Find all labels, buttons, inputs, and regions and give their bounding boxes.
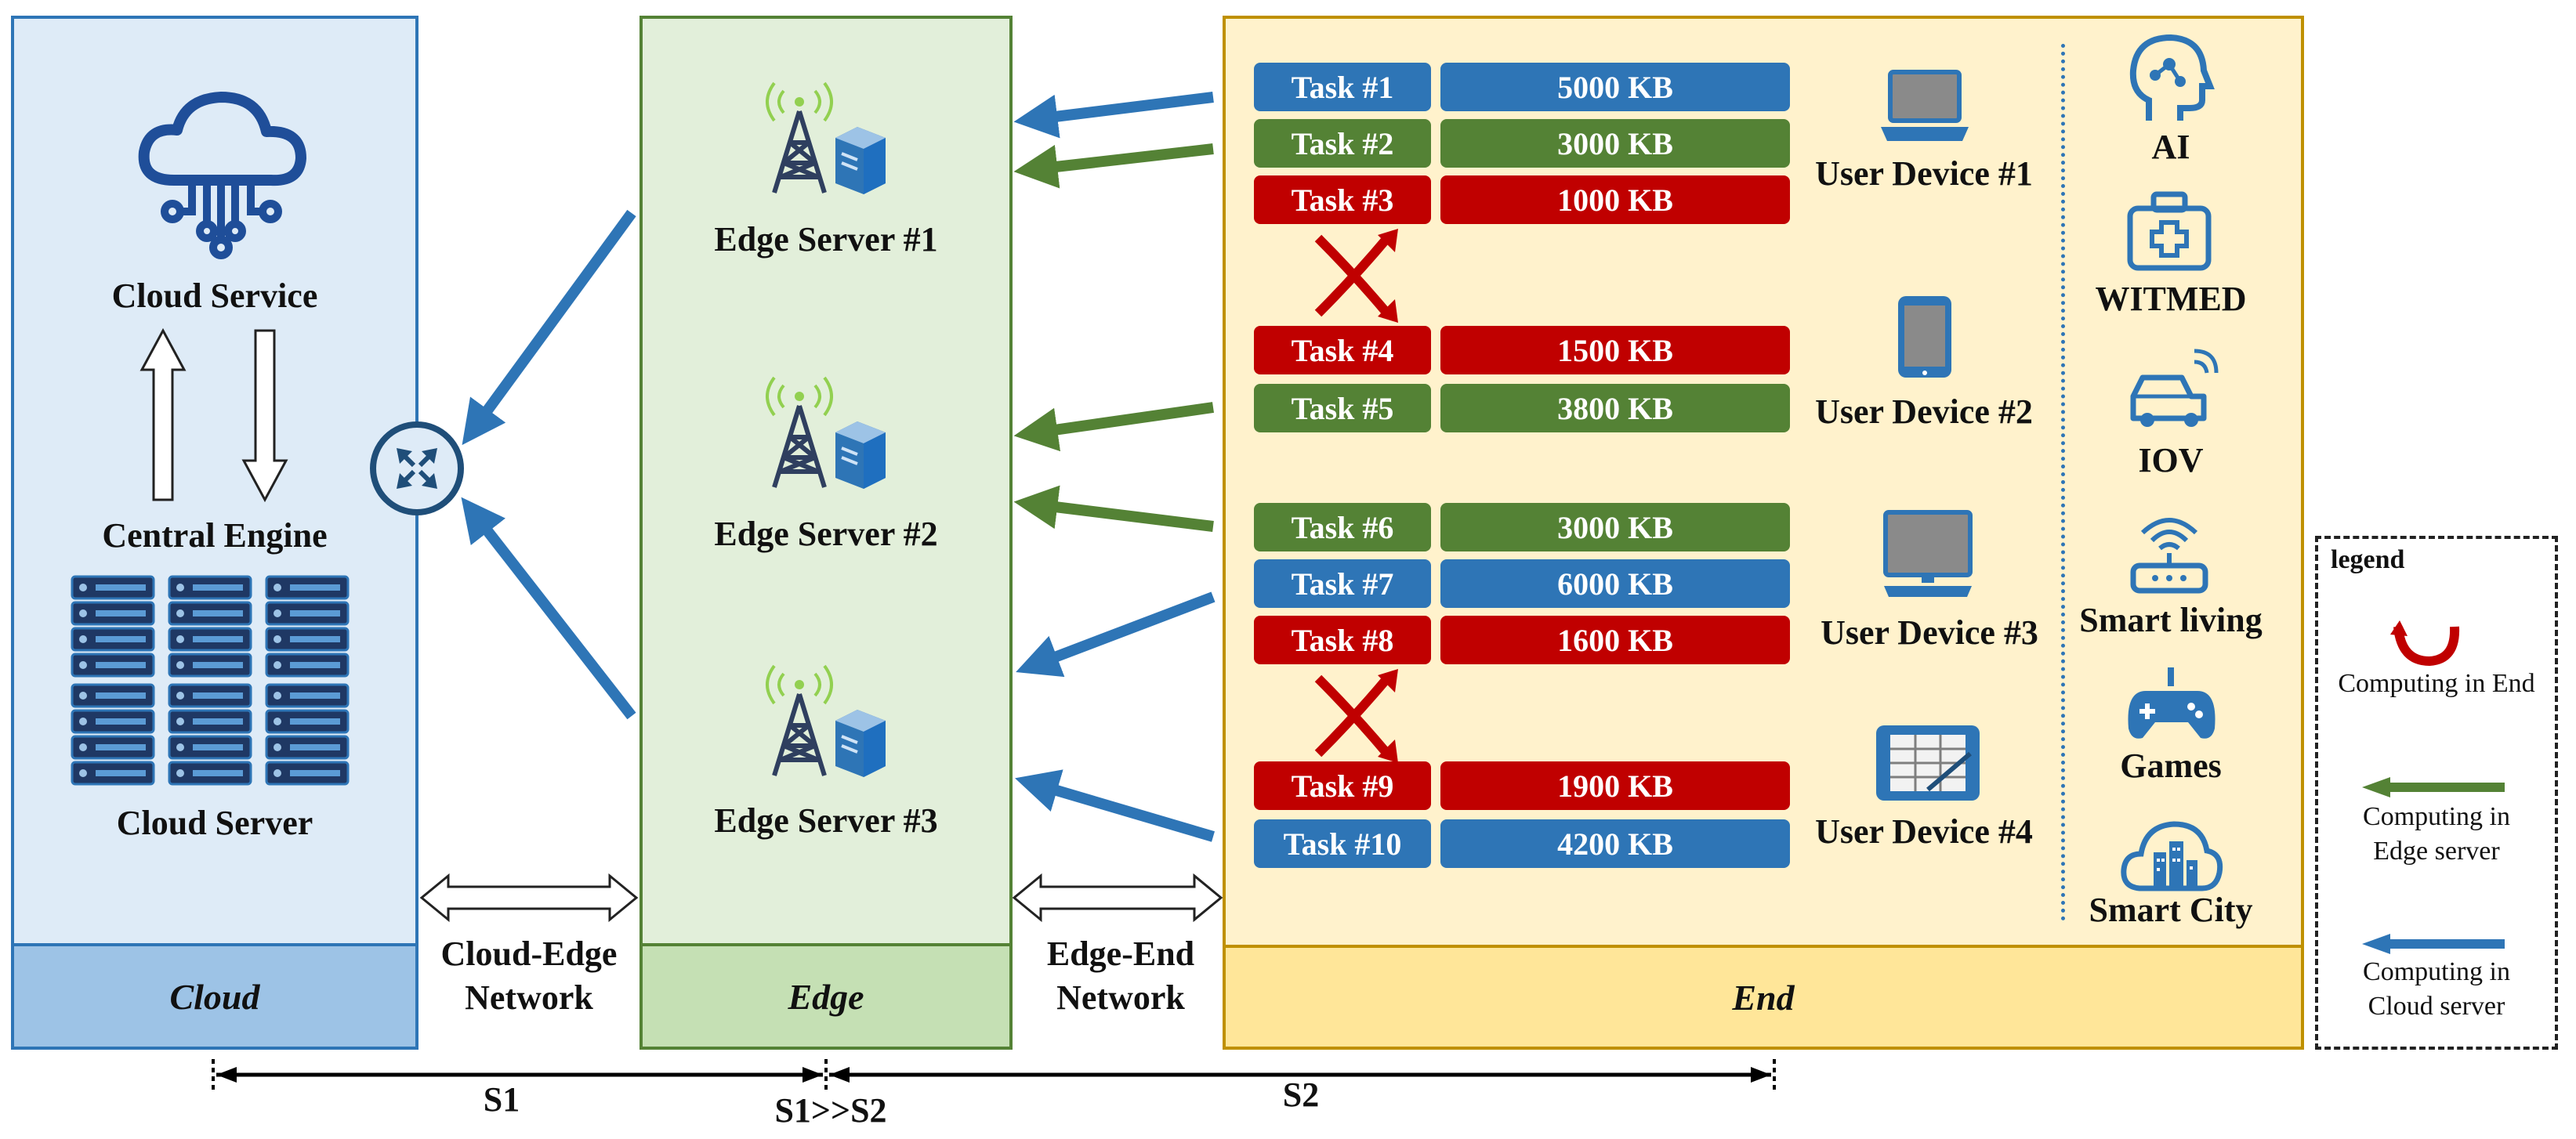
edge-server-2-label: Edge Server #2: [714, 515, 938, 553]
cloud-server-label: Cloud Server: [116, 804, 313, 842]
gamepad-icon: [2128, 667, 2216, 739]
end-footer-label: End: [1732, 977, 1795, 1018]
user-device-1-label: User Device #1: [1815, 154, 2033, 193]
edge-end-network-label-1: Edge-End: [1046, 935, 1195, 973]
task-10-name: Task #10: [1254, 819, 1431, 868]
legend-box: [2315, 536, 2558, 1050]
task-9-size: 1900 KB: [1440, 761, 1790, 810]
legend-end-label: Computing in End: [2338, 669, 2535, 698]
router-icon: [370, 421, 464, 515]
edge-server-1-label: Edge Server #1: [714, 220, 938, 259]
legend-title: legend: [2331, 545, 2405, 574]
task-8-name: Task #8: [1254, 616, 1431, 664]
up-arrow-icon: [139, 327, 187, 501]
task2-edge-arrow: [1013, 143, 1214, 189]
central-engine-label: Central Engine: [102, 516, 328, 555]
task10-cloud-arrow: [1015, 769, 1215, 842]
app-label-ai: AI: [2151, 128, 2190, 166]
legend-edge-arrow-icon: [2362, 777, 2505, 797]
user-device-4-label: User Device #4: [1815, 812, 2033, 851]
tablet-pen-icon: [1876, 725, 1980, 801]
task-6-name: Task #6: [1254, 503, 1431, 551]
edge-server-3-label: Edge Server #3: [714, 801, 938, 840]
task1-cloud-arrow: [1013, 92, 1214, 139]
edge-server-2-icon: [760, 362, 893, 499]
edge-panel: [639, 16, 1013, 1050]
task6-edge-arrow: [1013, 485, 1214, 532]
desktop-icon: [1883, 510, 1973, 597]
user-device-3-label: User Device #3: [1821, 613, 2038, 652]
task-1-name: Task #1: [1254, 63, 1431, 111]
task-2-name: Task #2: [1254, 119, 1431, 168]
edge-end-network-label-2: Network: [1056, 978, 1185, 1017]
end-swap-arrows-1: [1314, 229, 1398, 323]
app-label-iov: IOV: [2138, 441, 2204, 479]
s1-s2-relation-label: S1>>S2: [774, 1091, 887, 1130]
task5-edge-arrow: [1013, 402, 1214, 452]
task-4-name: Task #4: [1254, 326, 1431, 374]
task-2-size: 3000 KB: [1440, 119, 1790, 168]
task-3-size: 1000 KB: [1440, 175, 1790, 224]
task-5-name: Task #5: [1254, 384, 1431, 432]
app-label-smart-living: Smart living: [2079, 601, 2263, 639]
cloud-panel: [11, 16, 418, 1050]
edge-server-1-icon: [760, 67, 893, 204]
connected-car-icon: [2130, 349, 2219, 427]
task-5-size: 3800 KB: [1440, 384, 1790, 432]
edge-server-3-icon: [760, 650, 893, 787]
app-label-games: Games: [2120, 747, 2222, 785]
legend-end-swap-icon: [2390, 620, 2460, 667]
wifi-router-icon: [2130, 518, 2208, 594]
task-1-size: 5000 KB: [1440, 63, 1790, 111]
task-7-size: 6000 KB: [1440, 559, 1790, 608]
task-3-name: Task #3: [1254, 175, 1431, 224]
down-arrow-icon: [241, 329, 288, 503]
s2-label: S2: [1282, 1076, 1320, 1114]
legend-edge-label-1: Computing in: [2363, 802, 2510, 831]
s1-label: S1: [483, 1080, 520, 1119]
legend-edge-label-2: Edge server: [2373, 837, 2500, 866]
city-cloud-icon: [2121, 821, 2223, 891]
server-rack-icon: [71, 575, 350, 786]
task7-cloud-arrow: [1016, 591, 1216, 678]
end-footer: End: [1223, 945, 2304, 1050]
cloud-network-icon: [138, 92, 306, 259]
app-label-witmed: WITMED: [2095, 280, 2247, 318]
medical-kit-icon: [2127, 191, 2212, 271]
cloud-edge-double-arrow: [419, 873, 639, 923]
task-7-name: Task #7: [1254, 559, 1431, 608]
task-9-name: Task #9: [1254, 761, 1431, 810]
cloud-offload-arrow-2: [461, 497, 636, 720]
task-8-size: 1600 KB: [1440, 616, 1790, 664]
task-10-size: 4200 KB: [1440, 819, 1790, 868]
end-swap-arrows-2: [1314, 669, 1398, 763]
applications-separator: [2061, 44, 2065, 921]
cloud-footer: Cloud: [11, 943, 418, 1050]
tablet-icon: [1898, 296, 1951, 378]
user-device-2-label: User Device #2: [1815, 392, 2033, 431]
cloud-edge-network-label-1: Cloud-Edge: [440, 935, 618, 973]
app-label-smart-city: Smart City: [2089, 891, 2253, 929]
edge-end-double-arrow: [1012, 873, 1223, 923]
ai-head-icon: [2129, 34, 2215, 121]
legend-cloud-arrow-icon: [2362, 934, 2505, 954]
edge-footer-label: Edge: [788, 976, 864, 1017]
cloud-service-label: Cloud Service: [111, 277, 318, 315]
legend-cloud-label-2: Cloud server: [2368, 992, 2505, 1021]
edge-footer: Edge: [639, 943, 1013, 1050]
cloud-footer-label: Cloud: [169, 976, 260, 1017]
legend-cloud-label-1: Computing in: [2363, 957, 2510, 986]
task-4-size: 1500 KB: [1440, 326, 1790, 374]
cloud-edge-network-label-2: Network: [465, 978, 593, 1017]
cloud-offload-arrow-1: [462, 209, 636, 446]
task-6-size: 3000 KB: [1440, 503, 1790, 551]
laptop-icon: [1881, 70, 1969, 141]
